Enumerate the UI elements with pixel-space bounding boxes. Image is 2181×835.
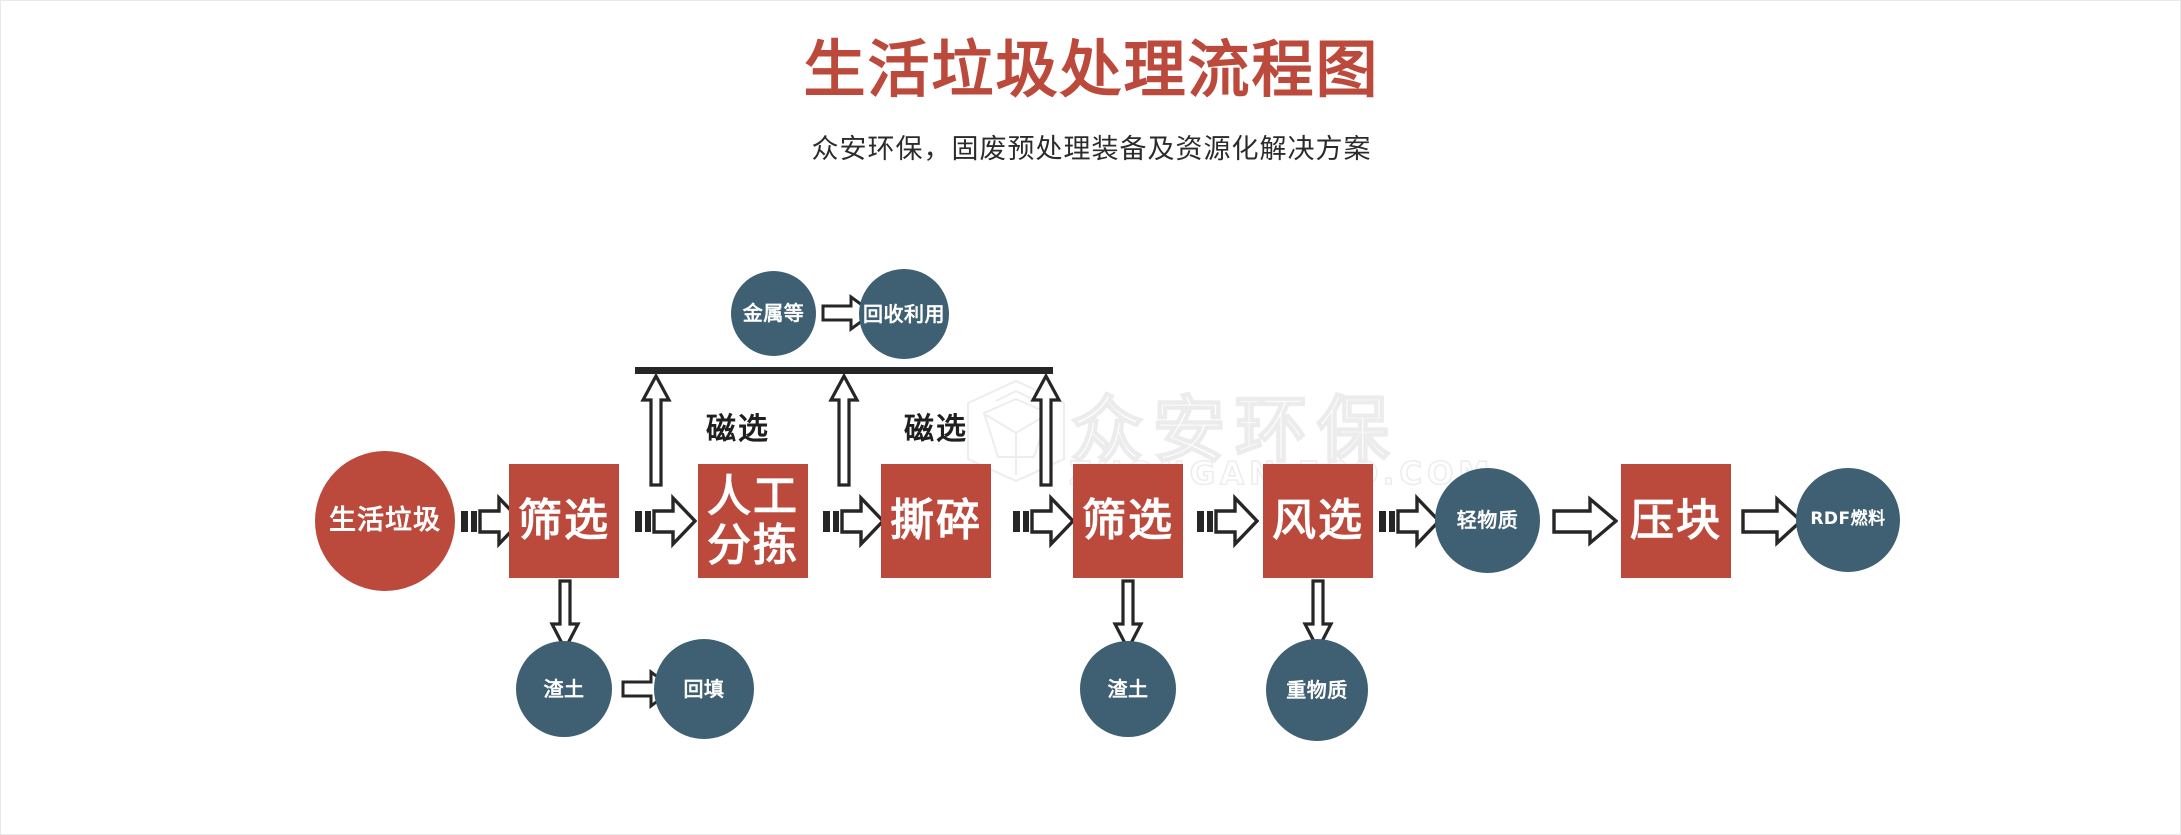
node-air-separation[interactable]: 风选 <box>1263 464 1373 578</box>
node-soil-2-label: 渣土 <box>1107 676 1149 701</box>
node-soil-2[interactable]: 渣土 <box>1080 641 1176 737</box>
node-heavy-material-label: 重物质 <box>1286 677 1348 702</box>
node-recycle[interactable]: 回收利用 <box>859 269 949 359</box>
node-screening-1-label: 筛选 <box>518 495 610 547</box>
node-recycle-label: 回收利用 <box>863 301 945 326</box>
arrow-down-to-soil2 <box>1112 579 1144 651</box>
arrow-shredding-to-screen2 <box>1013 493 1075 549</box>
watermark-cn: 众安环保 <box>1070 387 1400 473</box>
node-light-material[interactable]: 轻物质 <box>1435 468 1540 573</box>
arrow-screen1-to-sorting <box>635 493 697 549</box>
arrow-baling-to-rdf <box>1741 495 1803 547</box>
node-domestic-waste-label: 生活垃圾 <box>329 504 441 536</box>
node-rdf-fuel-label: RDF燃料 <box>1810 509 1886 530</box>
arrow-airsep-to-light <box>1379 493 1441 549</box>
node-screening-1[interactable]: 筛选 <box>509 464 619 578</box>
process-label-magnetic-1: 磁选 <box>706 412 770 447</box>
node-metal[interactable]: 金属等 <box>731 271 816 356</box>
arrow-light-to-baling <box>1552 495 1618 547</box>
collector-bar <box>635 367 1053 374</box>
page-title: 生活垃圾处理流程图 <box>803 33 1380 106</box>
arrow-up-magnetic-2 <box>828 374 860 487</box>
arrow-screen2-to-airsep <box>1197 493 1259 549</box>
node-metal-label: 金属等 <box>742 301 805 326</box>
node-manual-sorting-line1: 人工 <box>707 470 799 522</box>
arrow-up-magnetic-3 <box>1030 374 1062 487</box>
arrow-down-to-soil1 <box>549 579 581 651</box>
node-baling-label: 压块 <box>1630 495 1722 547</box>
node-backfill-label: 回填 <box>683 676 725 701</box>
arrow-sorting-to-shredding <box>823 493 885 549</box>
node-air-separation-label: 风选 <box>1272 495 1364 547</box>
node-manual-sorting-line2: 分拣 <box>707 520 799 571</box>
node-shredding-label: 撕碎 <box>890 495 982 547</box>
node-domestic-waste[interactable]: 生活垃圾 <box>315 451 455 591</box>
node-manual-sorting[interactable]: 人工 分拣 <box>698 464 808 578</box>
node-soil-1[interactable]: 渣土 <box>516 641 612 737</box>
process-label-magnetic-2: 磁选 <box>904 412 968 447</box>
node-backfill[interactable]: 回填 <box>654 639 754 739</box>
arrow-up-magnetic-1 <box>640 374 672 487</box>
node-baling[interactable]: 压块 <box>1621 464 1731 578</box>
node-shredding[interactable]: 撕碎 <box>881 464 991 578</box>
node-screening-2[interactable]: 筛选 <box>1073 464 1183 578</box>
node-heavy-material[interactable]: 重物质 <box>1266 639 1368 741</box>
page-subtitle: 众安环保，固废预处理装备及资源化解决方案 <box>811 134 1372 165</box>
node-light-material-label: 轻物质 <box>1456 508 1519 533</box>
node-rdf-fuel[interactable]: RDF燃料 <box>1796 468 1900 572</box>
arrow-down-to-heavy <box>1302 579 1334 651</box>
node-screening-2-label: 筛选 <box>1082 495 1174 547</box>
node-soil-1-label: 渣土 <box>543 676 585 701</box>
